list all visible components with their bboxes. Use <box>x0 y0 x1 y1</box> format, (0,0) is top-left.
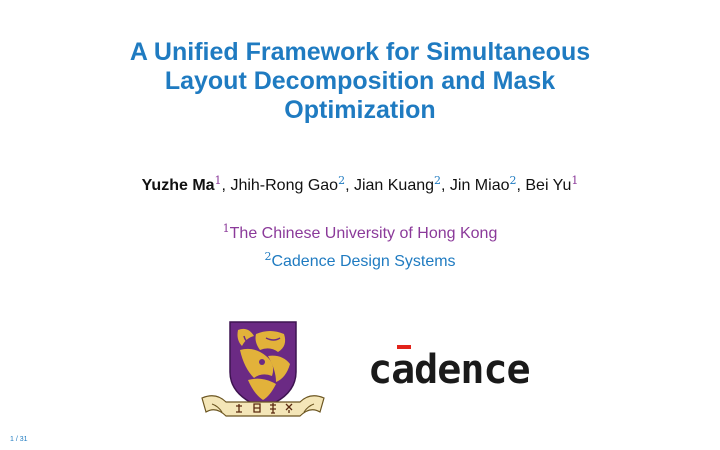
author-list: Yuzhe Ma1, Jhih-Rong Gao2, Jian Kuang2, … <box>141 174 579 194</box>
affiliation-name: The Chinese University of Hong Kong <box>229 225 498 242</box>
author-name: Bei Yu <box>525 177 572 194</box>
slide-title: A Unified Framework for Simultaneous Lay… <box>60 38 660 125</box>
affiliation-cuhk: 1The Chinese University of Hong Kong <box>0 222 720 243</box>
author-name: Jin Miao <box>449 177 510 194</box>
author-affiliation-sup: 2 <box>509 174 517 187</box>
cuhk-crest-icon <box>201 321 325 417</box>
title-line-1: A Unified Framework for Simultaneous <box>129 38 591 66</box>
author-name: Jhih-Rong Gao <box>230 177 339 194</box>
author-affiliation-sup: 2 <box>434 174 442 187</box>
page-number: 1 / 31 <box>10 436 28 443</box>
title-line-3: Optimization <box>284 96 436 124</box>
author-affiliation-sup: 1 <box>214 174 222 187</box>
author-affiliation-sup: 2 <box>338 174 346 187</box>
author-affiliation-sup: 1 <box>571 174 579 187</box>
author-name: Jian Kuang <box>353 177 435 194</box>
cadence-logo-icon: cadence <box>368 345 531 391</box>
author-name: Yuzhe Ma <box>141 177 215 194</box>
title-line-2: Layout Decomposition and Mask <box>164 67 556 95</box>
affiliation-cadence: 2Cadence Design Systems <box>0 250 720 271</box>
svg-text:cadence: cadence <box>368 347 530 391</box>
affiliation-sup: 2 <box>264 250 272 263</box>
affiliation-sup: 1 <box>222 222 230 235</box>
affiliation-name: Cadence Design Systems <box>271 253 456 270</box>
